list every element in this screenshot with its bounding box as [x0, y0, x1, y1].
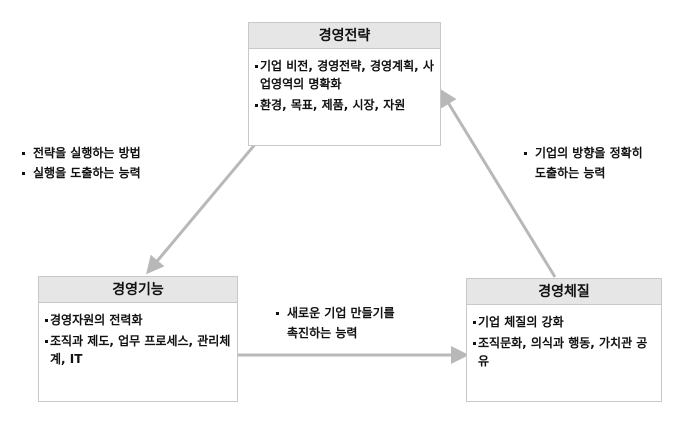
constitution-item: 기업 체질의 강화: [473, 313, 657, 331]
arrow-constitution-to-strategy: [439, 88, 557, 278]
bullet-icon: [524, 152, 527, 155]
bullet-icon: [45, 340, 48, 343]
constitution-title: 경영체질: [467, 279, 661, 305]
bullet-icon: [276, 312, 279, 315]
strategy-title: 경영전략: [249, 23, 440, 49]
bullet-icon: [45, 319, 48, 322]
bullet-icon: [255, 65, 258, 68]
strategy-item: 환경, 목표, 제품, 시장, 자원: [255, 96, 436, 114]
bullet-icon: [473, 321, 476, 324]
strategy-box: 경영전략 기업 비전, 경영전략, 경영계획, 사업영역의 명확화 환경, 목표…: [248, 22, 441, 146]
bullet-icon: [22, 152, 25, 155]
arrow-strategy-to-function: [146, 135, 264, 275]
function-box: 경영기능 경영자원의 전력화 조직과 제도, 업무 프로세스, 관리체계, IT: [38, 276, 238, 402]
function-title: 경영기능: [39, 277, 237, 303]
bottom-note: 새로운 기업 만들기를 촉진하는 능력: [276, 303, 395, 343]
bullet-icon: [473, 342, 476, 345]
left-note: 전략을 실행하는 방법 실행을 도출하는 능력: [22, 143, 141, 183]
right-note: 기업의 방향을 정확히 도출하는 능력: [524, 143, 643, 183]
constitution-box: 경영체질 기업 체질의 강화 조직문화, 의식과 행동, 가치관 공유: [466, 278, 662, 402]
strategy-item: 기업 비전, 경영전략, 경영계획, 사업영역의 명확화: [255, 57, 436, 93]
function-item: 경영자원의 전력화: [45, 311, 233, 329]
bullet-icon: [22, 172, 25, 175]
function-item: 조직과 제도, 업무 프로세스, 관리체계, IT: [45, 332, 233, 368]
bullet-icon: [255, 104, 258, 107]
constitution-item: 조직문화, 의식과 행동, 가치관 공유: [473, 334, 657, 370]
